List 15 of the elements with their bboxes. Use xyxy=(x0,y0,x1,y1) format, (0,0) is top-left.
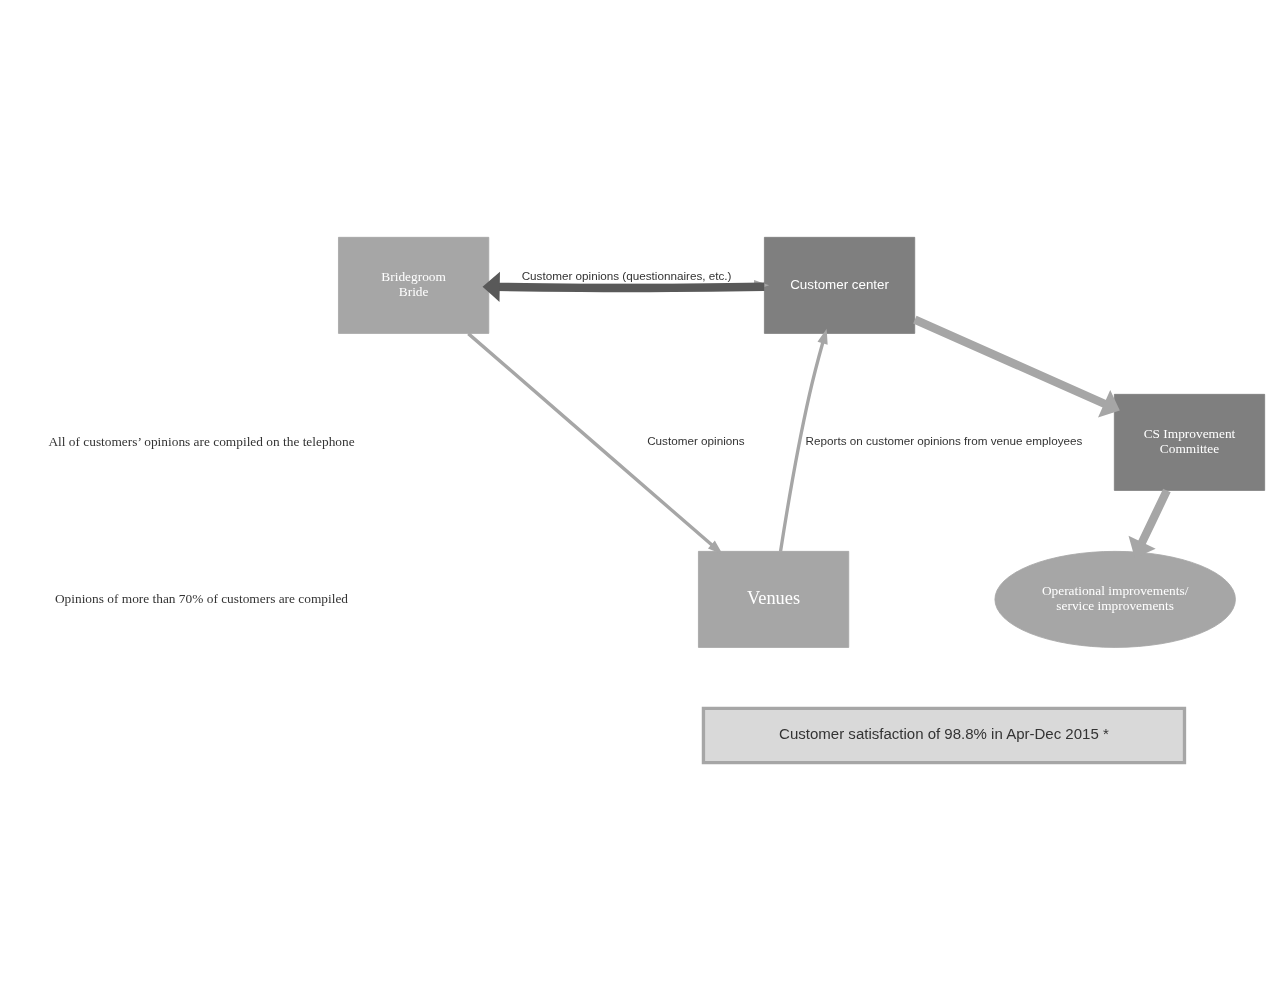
edge-label: Customer opinions xyxy=(647,434,745,448)
node-box: CS Improvement Committee xyxy=(1113,393,1266,491)
node-box: Customer satisfaction of 98.8% in Apr-Dec 2015 * xyxy=(701,706,1187,765)
node-box: Customer center xyxy=(764,236,916,334)
node-box: Venues xyxy=(698,550,850,648)
node-ellipse: Operational improvements/ service improvements xyxy=(994,550,1236,648)
edge-label: Reports on customer opinions from venue employees xyxy=(805,434,1083,448)
arrow xyxy=(778,328,828,552)
arrow xyxy=(467,332,723,555)
edge-label: Customer opinions (questionnaires, etc.) xyxy=(521,268,732,282)
label: Opinions of more than 70% of customers are compiled xyxy=(54,590,349,606)
arrow xyxy=(913,315,1120,418)
arrow xyxy=(482,271,765,302)
node-box: Bridegroom Bride xyxy=(338,236,490,334)
label: All of customers’ opinions are compiled on the telephone xyxy=(48,433,355,449)
